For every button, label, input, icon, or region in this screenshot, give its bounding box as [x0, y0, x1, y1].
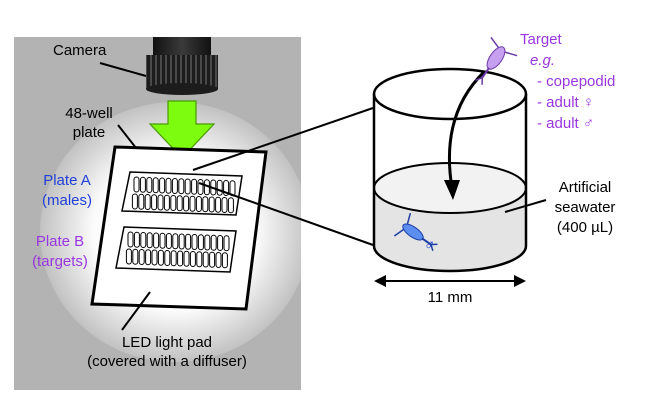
- well: [202, 196, 209, 213]
- led-pointer: [121, 291, 151, 331]
- seawater-label-line1: Artificial: [559, 179, 612, 196]
- well: [216, 179, 223, 196]
- well: [164, 250, 171, 266]
- plate-a-wells: [131, 176, 236, 214]
- well: [183, 195, 190, 212]
- led-label-line1: LED light pad: [122, 334, 212, 351]
- plate-a: [121, 171, 243, 216]
- target-adult-female: - adult ♀: [537, 94, 594, 111]
- led-label-line2: (covered with a diffuser): [87, 353, 247, 370]
- drop-arrow-head-icon: [444, 180, 460, 200]
- well: [215, 196, 222, 213]
- copepod-target-icon: [475, 36, 518, 85]
- seawater-label-line2: seawater: [555, 199, 616, 216]
- well: [210, 234, 217, 251]
- plate-a-label-line1: Plate A: [43, 172, 91, 189]
- camera-pointer: [99, 62, 147, 77]
- well: [196, 251, 203, 268]
- target-copepodid: - copepodid: [537, 73, 615, 90]
- well: [139, 176, 146, 193]
- well: [215, 252, 222, 268]
- copepod-male-icon: [393, 212, 438, 251]
- well: [221, 197, 228, 213]
- well: [165, 177, 172, 194]
- well: [131, 193, 138, 210]
- well: [189, 195, 196, 212]
- well: [157, 249, 164, 266]
- led-light-pad: [90, 145, 268, 311]
- well: [146, 232, 153, 249]
- well: [151, 194, 158, 211]
- well: [138, 249, 145, 265]
- well: [221, 252, 228, 269]
- well: [165, 233, 172, 249]
- drop-arrow: [448, 70, 486, 189]
- plate-b-label-line1: Plate B: [36, 233, 84, 250]
- width-label: 11 mm: [428, 289, 473, 306]
- well: [146, 177, 153, 193]
- well: [151, 249, 158, 266]
- well: [202, 251, 209, 268]
- well: [138, 193, 145, 210]
- plate-b-label-line2: (targets): [32, 253, 88, 270]
- well: [191, 178, 198, 195]
- well: [145, 249, 152, 266]
- target-label: Target: [520, 31, 563, 48]
- well: [208, 196, 215, 213]
- seawater-pointer: [504, 199, 547, 213]
- well: [176, 195, 183, 212]
- well: [184, 178, 191, 195]
- well: [144, 194, 151, 210]
- well: [159, 177, 166, 194]
- well: [170, 195, 177, 211]
- well: [197, 179, 204, 195]
- well: [185, 233, 192, 250]
- well: [152, 177, 159, 194]
- well: [153, 232, 160, 249]
- well: [170, 250, 177, 267]
- well: [178, 233, 185, 250]
- well: [189, 251, 196, 267]
- well: [127, 231, 134, 248]
- well: [177, 250, 184, 267]
- well: [172, 233, 179, 250]
- well: [133, 176, 140, 193]
- plate-label-line1: 48-well: [65, 105, 113, 122]
- well: [159, 232, 166, 249]
- well: [204, 234, 211, 251]
- well: [183, 250, 190, 267]
- plate-b-wells: [125, 231, 230, 269]
- light-arrow-icon: [148, 100, 216, 159]
- well: [133, 231, 140, 248]
- well: [217, 235, 224, 251]
- plate-label-line2: plate: [73, 124, 106, 141]
- well: [157, 194, 164, 211]
- eg-label: e.g.: [530, 52, 555, 69]
- zoom-line-top: [192, 107, 374, 171]
- target-adult-male: - adult ♂: [537, 115, 594, 132]
- width-dimension-arrow: [374, 275, 526, 287]
- well: [171, 178, 178, 194]
- camera-icon: [146, 37, 218, 95]
- plate-b: [115, 226, 237, 273]
- plate-a-label-line2: (males): [42, 192, 92, 209]
- well: [163, 194, 170, 211]
- zoom-line-bottom: [198, 182, 374, 246]
- well: [195, 196, 202, 212]
- camera-label: Camera: [53, 42, 107, 59]
- well: [223, 235, 230, 252]
- well: [125, 248, 132, 265]
- well: [197, 234, 204, 251]
- well: [140, 232, 147, 248]
- well: [178, 178, 185, 195]
- well: [209, 251, 216, 268]
- well: [132, 248, 139, 265]
- seawater-label-line3: (400 µL): [557, 219, 613, 236]
- well: [227, 197, 234, 214]
- male-symbol-label: ♂: [424, 237, 435, 254]
- well: [191, 234, 198, 250]
